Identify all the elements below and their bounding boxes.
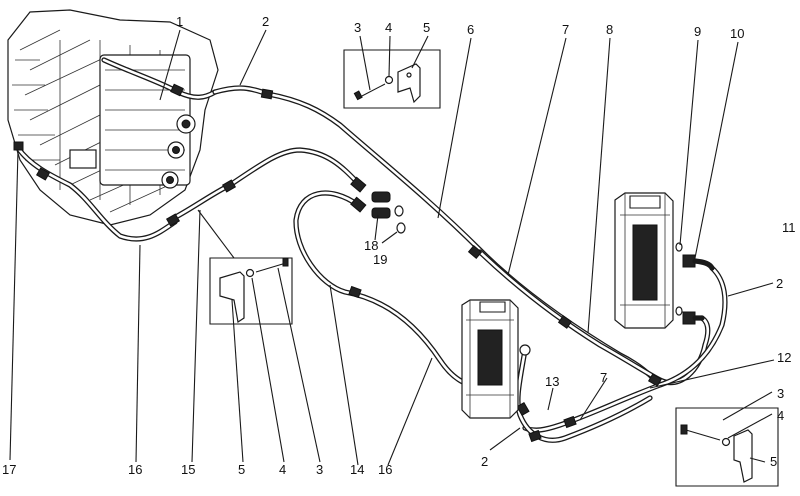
callout-16-left: 16: [128, 462, 142, 477]
callout-5: 5: [423, 20, 430, 35]
callout-19: 19: [373, 252, 387, 267]
leader-lines: [9, 29, 775, 466]
callout-4: 4: [385, 20, 392, 35]
oil-filter-center: [461, 299, 531, 419]
detail-box-top: [343, 49, 441, 109]
callout-1: 1: [176, 14, 183, 29]
oil-filter-right: [614, 192, 715, 329]
callout-3-lower: 3: [316, 462, 323, 477]
callout-16-center: 16: [378, 462, 392, 477]
callout-7: 7: [562, 22, 569, 37]
callout-4-lower: 4: [279, 462, 286, 477]
detail-box-left: [209, 257, 293, 325]
callout-labels: 1 2 3 4 5 6 7 8 9 10 11 2 12 3 4 5 13 7 …: [2, 14, 796, 477]
hose-fittings: [13, 83, 663, 443]
callout-6: 6: [467, 22, 474, 37]
callout-3-right: 3: [777, 386, 784, 401]
detail-box-bottom-right: [675, 407, 779, 487]
callout-4-right: 4: [777, 408, 784, 423]
callout-15: 15: [181, 462, 195, 477]
callout-18: 18: [364, 238, 378, 253]
callout-5-right: 5: [770, 454, 777, 469]
callout-14: 14: [350, 462, 364, 477]
callout-2: 2: [262, 14, 269, 29]
gearbox-housing: [7, 9, 219, 226]
callout-8: 8: [606, 22, 613, 37]
callout-2-right: 2: [776, 276, 783, 291]
seal-rings-and-unions: [371, 191, 683, 316]
callout-5-lower: 5: [238, 462, 245, 477]
callout-10: 10: [730, 26, 744, 41]
callout-11: 11: [782, 220, 796, 235]
callout-17: 17: [2, 462, 16, 477]
callout-13: 13: [545, 374, 559, 389]
callout-9: 9: [694, 24, 701, 39]
callout-3: 3: [354, 20, 361, 35]
callout-12: 12: [777, 350, 791, 365]
callout-7-lower: 7: [600, 370, 607, 385]
callout-2-lower: 2: [481, 454, 488, 469]
